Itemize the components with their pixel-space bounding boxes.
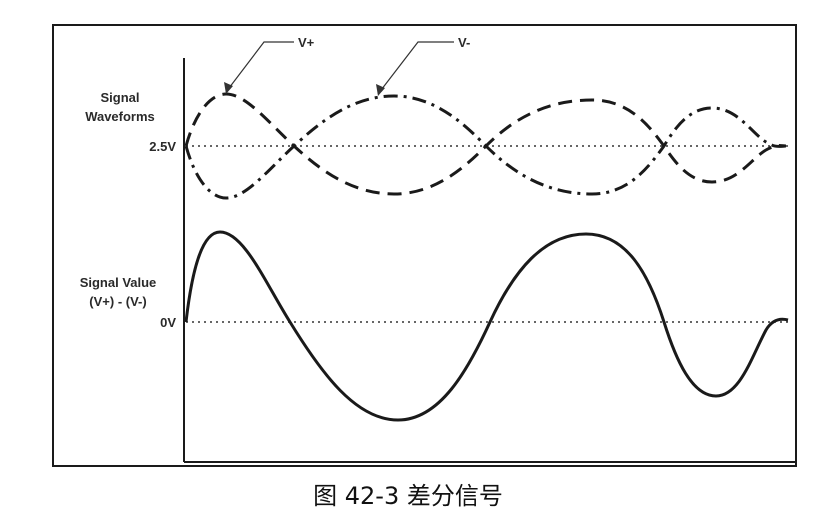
reference-label-2-5v: 2.5V	[149, 139, 176, 154]
reference-label-0v: 0V	[160, 315, 176, 330]
signal-waveforms-label-line1: Signal	[100, 90, 139, 105]
waveform-diagram: V+ V- Signal Waveforms 2.5V Signal Value…	[80, 35, 795, 463]
figure-caption: 图 42-3 差分信号	[313, 482, 503, 510]
vminus-waveform	[184, 94, 787, 200]
vplus-callout-arrowhead	[224, 82, 233, 94]
vplus-waveform	[184, 92, 787, 196]
vplus-label: V+	[298, 35, 315, 50]
vminus-callout-arrowhead	[376, 84, 385, 96]
figure-frame	[52, 24, 797, 467]
vminus-label: V-	[458, 35, 470, 50]
signal-value-label-line1: Signal Value	[80, 275, 157, 290]
difference-signal	[184, 230, 789, 422]
vminus-callout-line	[377, 41, 454, 95]
signal-waveforms-label-line2: Waveforms	[85, 109, 155, 124]
signal-value-label-line2: (V+) - (V-)	[89, 294, 146, 309]
vplus-callout-line	[225, 41, 294, 93]
